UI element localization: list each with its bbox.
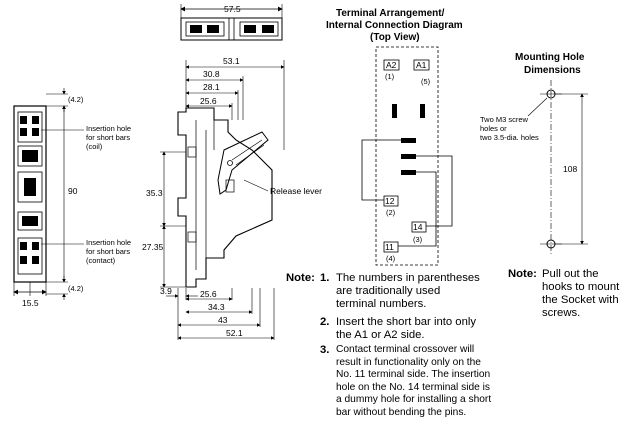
screw-note-1: Two M3 screw [480,115,529,124]
contact-label-1: Insertion hole [86,238,131,247]
mount-note-line: Pull out the [542,268,599,280]
note-2-line: Insert the short bar into only [336,316,477,328]
screw-note-2: holes or [480,124,507,133]
coil-label-2: for short bars [86,133,130,142]
dim-4-2-bottom: (4.2) [68,284,84,293]
terminal-title-3: (Top View) [370,32,420,43]
coil-label-1: Insertion hole [86,124,131,133]
screw-note-3: two 3.5-dia. holes [480,133,539,142]
mount-title-1: Mounting Hole [515,52,585,63]
mount-note-line: hooks to mount [542,281,620,293]
terminal-diagram: Terminal Arrangement/ Internal Connectio… [326,8,463,266]
note-1-num: 1. [320,272,330,284]
terminal-a2: A2 [386,60,397,70]
contact-label-3: (contact) [86,256,116,265]
terminal-a1-num: (5) [421,77,431,86]
note-3-line: No. 11 terminal side. The insertion [336,369,491,380]
note-3-line: bar without bending the pins. [336,406,467,418]
terminal-title-1: Terminal Arrangement/ [336,8,445,19]
notes-label: Note: [286,272,315,284]
terminal-title-2: Internal Connection Diagram [326,20,463,31]
coil-label-3: (coil) [86,142,103,151]
dim-90: 90 [68,186,78,196]
dim-53-1: 53.1 [223,56,240,66]
note-1: The numbers in parentheses are tradition… [336,272,516,311]
terminal-14-num: (3) [413,235,423,244]
dim-27-35: 27.35 [142,242,164,252]
note-2: Insert the short bar into only the A1 or… [336,316,516,342]
dim-25-6-bottom: 25.6 [200,289,217,299]
dim-57-5: 57.5 [224,4,241,14]
mount-note-line: screws. [542,307,581,319]
dim-3-9: 3.9 [160,286,172,296]
note-3: Contact terminal crossover will result i… [336,344,526,419]
terminal-12: 12 [385,196,395,206]
mounting-hole-diagram: Mounting Hole Dimensions 108 Two M3 scre… [480,52,588,256]
note-2-num: 2. [320,316,330,328]
dim-25-6-top: 25.6 [200,96,217,106]
dim-15-5: 15.5 [22,298,39,308]
dim-52-1: 52.1 [226,328,243,338]
dim-43: 43 [218,315,228,325]
contact-label-2: for short bars [86,247,130,256]
dim-34-3: 34.3 [208,302,225,312]
dim-4-2-top: (4.2) [68,95,84,104]
top-view: 57.5 [180,4,283,41]
mount-note-line: the Socket with [542,294,619,306]
terminal-a2-num: (1) [385,72,395,81]
mount-note-label: Note: [508,268,537,280]
note-3-line: a dummy hole for installing a short [336,394,492,405]
terminal-a1: A1 [416,60,427,70]
terminal-14: 14 [413,222,423,232]
terminal-11: 11 [385,242,394,252]
dim-30-8: 30.8 [203,69,220,79]
note-3-line: result in functionality only on the [336,356,481,368]
front-view: 15.5 (4.2) 90 (4.2) Insertion hole for s… [13,88,131,308]
release-lever-label: Release lever [270,186,322,196]
note-2-line: the A1 or A2 side. [336,329,425,341]
note-3-num: 3. [320,344,330,356]
terminal-11-num: (4) [386,254,396,263]
note-1-line: are traditionally used [336,285,441,297]
note-1-line: terminal numbers. [336,298,427,310]
note-1-line: The numbers in parentheses [336,272,480,284]
mount-note-text: Pull out the hooks to mount the Socket w… [542,268,629,320]
dim-28-1: 28.1 [203,82,220,92]
dim-108: 108 [563,164,577,174]
dim-35-3: 35.3 [146,188,163,198]
terminal-12-num: (2) [386,208,396,217]
note-3-line: Contact terminal crossover will [336,344,475,355]
mount-title-2: Dimensions [524,65,581,76]
side-view: 53.1 30.8 28.1 25.6 Release lever 35.3 2… [142,56,322,340]
note-3-line: hole on the No. 14 terminal side is [336,381,491,393]
